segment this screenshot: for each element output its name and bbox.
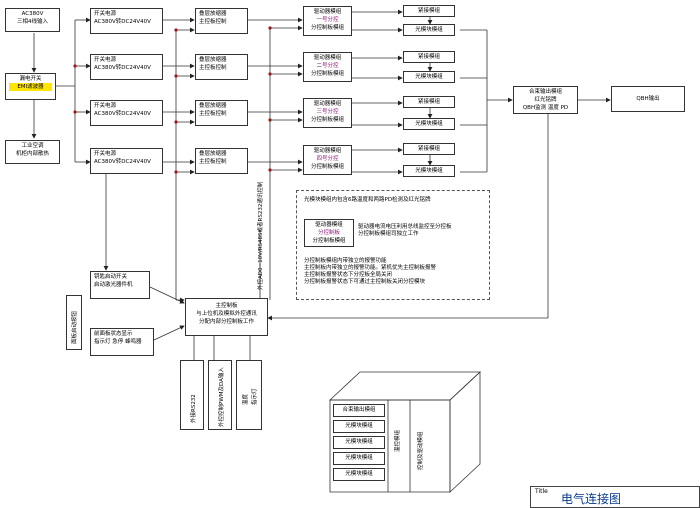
driver-3: 驱动器模组三号分控分控制板模组 bbox=[303, 98, 352, 128]
qbh-output: QBH输出 bbox=[611, 86, 685, 112]
key-switch: 钥匙启动开关启动激光器件机 bbox=[90, 271, 150, 299]
rs232-box: 外接RS232 bbox=[180, 360, 204, 430]
annotation-area bbox=[296, 190, 490, 300]
cooling-unit: 工业空调机柜内部散热 bbox=[5, 140, 60, 164]
annotation-driver-box: 驱动器模组分控制板分控制板模组 bbox=[304, 219, 354, 247]
pump-module-4: 紧接模组 bbox=[403, 143, 455, 155]
cabinet-outline bbox=[328, 371, 482, 493]
main-controller: 主控制板与上位机及模拟外控通讯分配内部分控制板工作 bbox=[185, 298, 268, 336]
cabinet-row-2: 光模块模组 bbox=[333, 420, 385, 433]
cabinet-temp-label: 温控模组 bbox=[395, 429, 401, 452]
title-label: Title bbox=[535, 488, 548, 495]
cabinet-row-4: 光模块模组 bbox=[333, 452, 385, 465]
external-control-label: 外控AD0~10V/RS485或者RS232通讯控制 bbox=[258, 181, 264, 290]
cabinet-row-1: 合束输出模组 bbox=[333, 404, 385, 417]
driver-1: 驱动器模组一号分控分控制板模组 bbox=[303, 6, 352, 36]
cabinet-control-label: 控制及驱动模组 bbox=[418, 431, 424, 470]
stack-2: 叠层放缩器主控板控制 bbox=[195, 54, 248, 80]
panel-start-button: 面板启动按钮 bbox=[66, 295, 82, 350]
optical-module-3: 光模块模组 bbox=[403, 118, 455, 130]
front-panel: 前面板状态显示指示灯 急停 蜂鸣器 bbox=[90, 328, 154, 356]
temp-indicator-box: 温度 指示灯 bbox=[236, 360, 262, 430]
title-block: Title 电气连接图 bbox=[530, 486, 700, 508]
annotation-box-desc: 驱动器电流电压利用总线监控至分控板分控制板模组司独立工作 bbox=[358, 224, 452, 237]
optical-module-4: 光模块模组 bbox=[403, 165, 455, 177]
pump-module-2: 紧接模组 bbox=[403, 51, 455, 63]
pump-module-1: 紧接模组 bbox=[403, 5, 455, 17]
stack-4: 叠层放缩器主控板控制 bbox=[195, 148, 248, 174]
stack-3: 叠层放缩器主控板控制 bbox=[195, 100, 248, 126]
stack-1: 叠层放缩器主控板控制 bbox=[195, 8, 248, 34]
cabinet-row-3: 光模块模组 bbox=[333, 436, 385, 449]
drawing-title: 电气连接图 bbox=[561, 492, 622, 506]
driver-4: 驱动器模组四号分控分控制板模组 bbox=[303, 145, 352, 175]
external-pwm-box: 外控控制PWM及DA输入 bbox=[208, 360, 232, 430]
cabinet-row-5: 光模块模组 bbox=[333, 468, 385, 481]
annotation-header: 光模块模组内包含6路温度和两路PD检测及红光铭牌 bbox=[304, 197, 431, 203]
pump-module-3: 紧接模组 bbox=[403, 96, 455, 108]
driver-2: 驱动器模组二号分控分控制板模组 bbox=[303, 52, 352, 82]
annotation-notes: 分控制板模组内带独立的报警功能 主控制板内带独立的报警功能。紧机优先主控制板报警… bbox=[304, 258, 437, 285]
optical-module-1: 光模块模组 bbox=[403, 24, 455, 36]
optical-module-2: 光模块模组 bbox=[403, 71, 455, 83]
